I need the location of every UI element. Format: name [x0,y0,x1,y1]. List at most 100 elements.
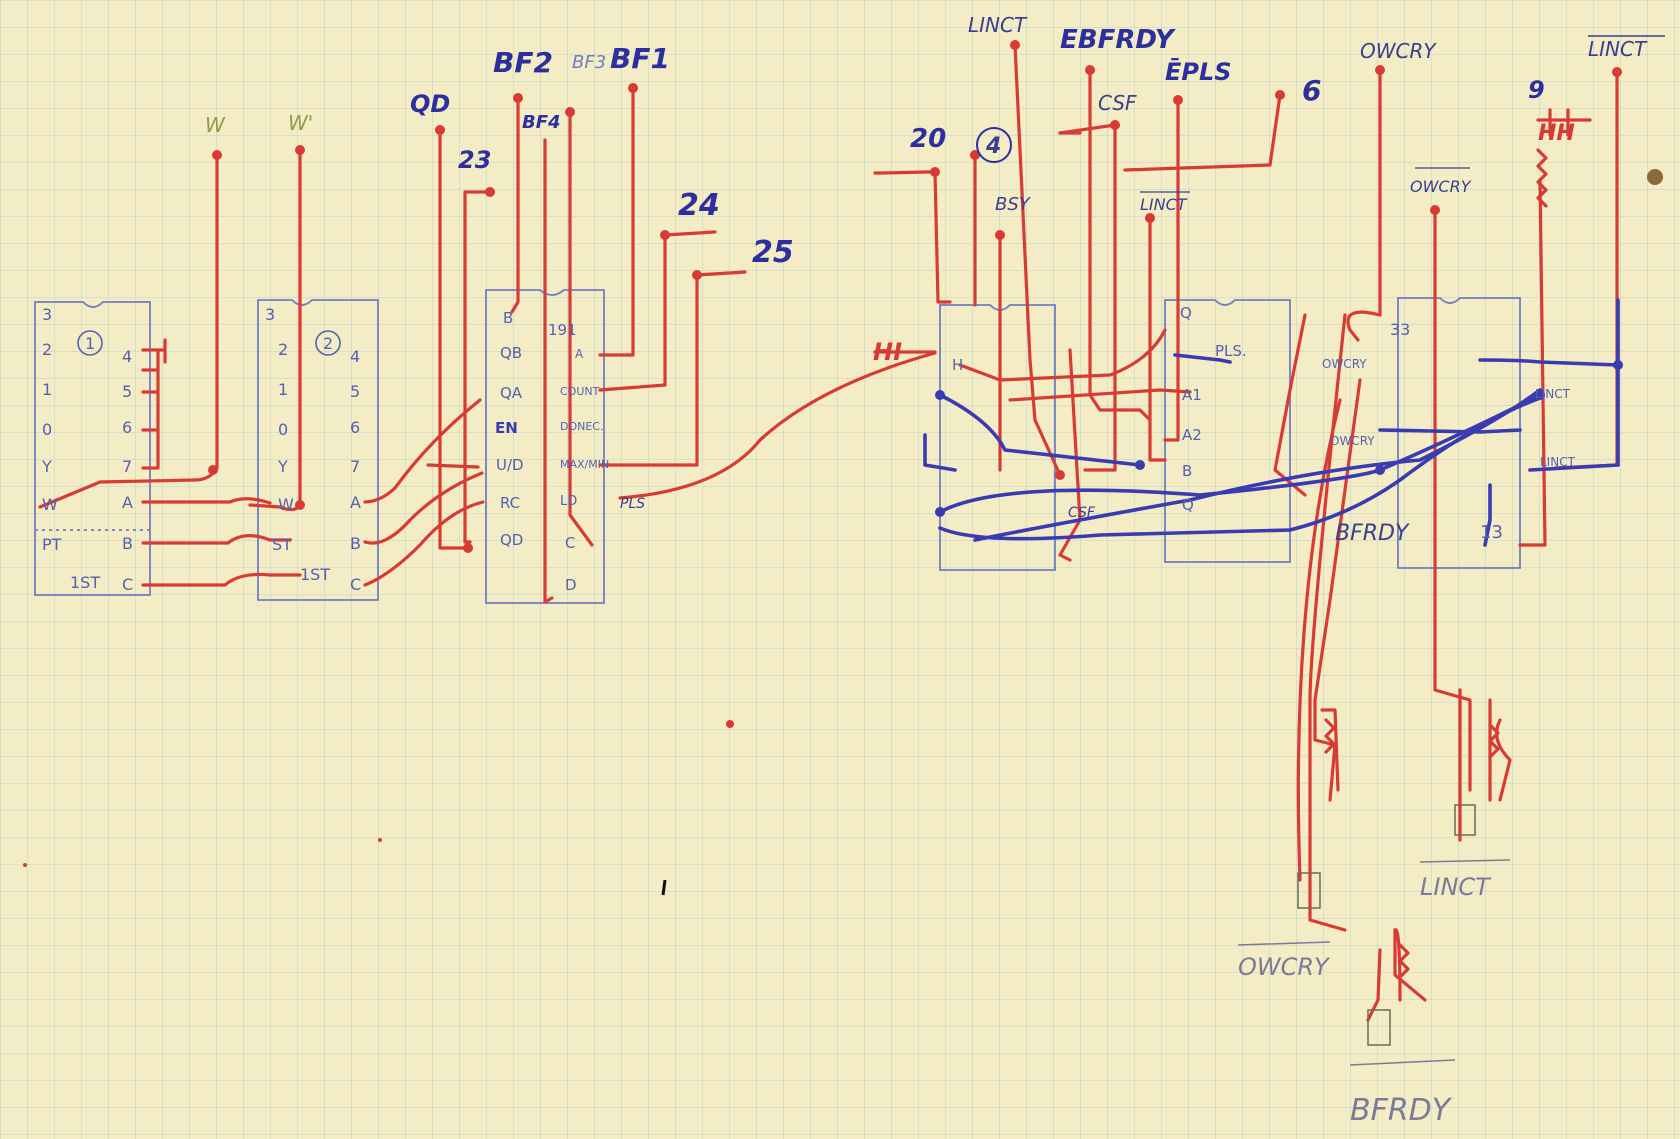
label-bf4: BF4 [522,112,561,133]
chip6-pin: 13 [1480,522,1503,543]
chip3-number: 191 [548,321,577,339]
chip-6-labels: OWCRY OWCRY LINCT LINCT 13 33 [1322,320,1576,543]
chip3-pin: RC [500,494,520,512]
chip5-pin: A1 [1182,386,1202,404]
label-bf3: BF3 [572,52,606,73]
chip6-pin: LINCT [1535,387,1571,401]
chip2-pin: 4 [350,347,360,366]
chip1-pin: 7 [122,457,132,476]
label-linct-small: LINCT [1140,195,1188,214]
label-epls: ĒPLS [1165,57,1232,86]
chip2-number: 2 [323,334,333,353]
chip2-pin: A [350,493,361,512]
chip5-pin: Q [1180,304,1192,322]
chip2-pin: W [278,495,294,514]
chip-3 [485,289,605,604]
label-24: 24 [678,188,720,223]
bottom-labels: LINCT OWCRY BFRDY [1237,859,1511,1128]
label-bf2: BF2 [493,46,553,79]
chip2-pin: 5 [350,382,360,401]
chip-1-labels: 3 2 1 0 Y W PT 1 4 5 6 7 A B C 1ST [41,305,133,594]
chip1-pin: 5 [122,382,132,401]
chip3-pin: DONEC. [560,420,603,433]
chip1-pin: PT [42,535,62,554]
chip-5-labels: PLS. Q A1 A2 B Q [1180,304,1247,514]
chip2-bottom-label: 1ST [300,565,330,584]
chip5-title: PLS. [1215,342,1247,360]
chip1-pin: 0 [42,420,52,439]
chip-2-labels: 3 2 1 0 Y W ST 2 4 5 6 7 A B C 1ST [265,305,361,594]
label-linct-bottom: LINCT [1420,873,1492,901]
label-20: 20 [910,124,946,154]
chip4-pin: H [952,356,963,374]
chip1-pin: C [122,575,133,594]
chip2-pin: ST [272,535,292,554]
label-owcry-bottom: OWCRY [1238,953,1331,981]
label-w: W [205,113,226,137]
chip2-pin: 1 [278,380,288,399]
label-bf1: BF1 [610,42,670,75]
chip-5 [1164,299,1291,563]
label-bfrdy-bottom: BFRDY [1350,1093,1453,1128]
chip-1 [34,301,151,596]
label-bsy: BSY [995,194,1032,215]
red-wires [38,43,1619,1022]
chip3-pin: COUNT [560,385,600,398]
label-bfrdy-mid: BFRDY [1335,521,1410,546]
chip1-bottom-label: 1ST [70,573,100,592]
chip1-pin: 1 [42,380,52,399]
chip5-pin: B [1182,462,1192,480]
chip3-pin: QB [500,344,522,362]
label-ebfrdy: EBFRDY [1060,25,1177,55]
label-chip4-number: 4 [985,134,1001,159]
label-hi: HI [873,338,902,366]
chip3-pin: U/D [496,456,524,474]
stray-ink-marks [23,169,1663,896]
blue-junctions [935,360,1623,517]
chip5-pin: A2 [1182,426,1202,444]
label-9: 9 [1528,76,1545,104]
chip-4 [939,304,1056,571]
chip-3-labels: B QB QA EN U/D RC QD 191 A COUNT DONEC. … [495,309,609,594]
label-linct-bar: LINCT [1588,37,1648,61]
chip2-pin: C [350,575,361,594]
label-w-prime: W' [288,111,313,135]
label-owcry: OWCRY [1360,39,1437,63]
label-csf-pin: CSF [1068,505,1096,521]
chip-6 [1397,297,1521,569]
chip5-pin: Q [1182,496,1194,514]
label-linct: LINCT [968,13,1028,37]
chip1-pin: 6 [122,418,132,437]
chip1-pin: W [42,495,58,514]
chip1-pin: 3 [42,305,52,324]
chip2-pin: B [350,534,361,553]
chip3-pin: LD [560,494,577,509]
chip1-number: 1 [85,334,95,353]
label-owcry-small: OWCRY [1410,177,1472,196]
chip2-pin: 6 [350,418,360,437]
label-25: 25 [752,235,794,270]
label-qd: QD [410,90,450,118]
bottom-connectors [1297,804,1476,1046]
chip-2 [257,299,379,601]
chip3-pin: A [575,347,584,361]
label-pls-pin: PLS [620,496,645,512]
chip1-pin: 4 [122,347,132,366]
chip3-pin: D [565,576,577,594]
signal-labels-red: HH HI [873,121,1575,366]
label-6: 6 [1302,74,1321,107]
chip6-pin: LINCT [1540,455,1576,469]
chip6-pin: OWCRY [1330,434,1375,448]
signal-labels-blue: QD 23 BF2 BF3 BF1 BF4 24 25 EBFRDY ĒPLS … [410,25,1545,270]
chip2-pin: 0 [278,420,288,439]
label-hh: HH [1538,121,1575,146]
chip-4-labels: H [952,356,963,374]
signal-labels-olive: W W' [205,111,313,137]
chip3-pin: B [503,309,513,327]
chip2-pin: 2 [278,340,288,359]
chip1-pin: B [122,534,133,553]
chip3-pin: C [565,534,575,552]
chip6-pin: OWCRY [1322,357,1367,371]
